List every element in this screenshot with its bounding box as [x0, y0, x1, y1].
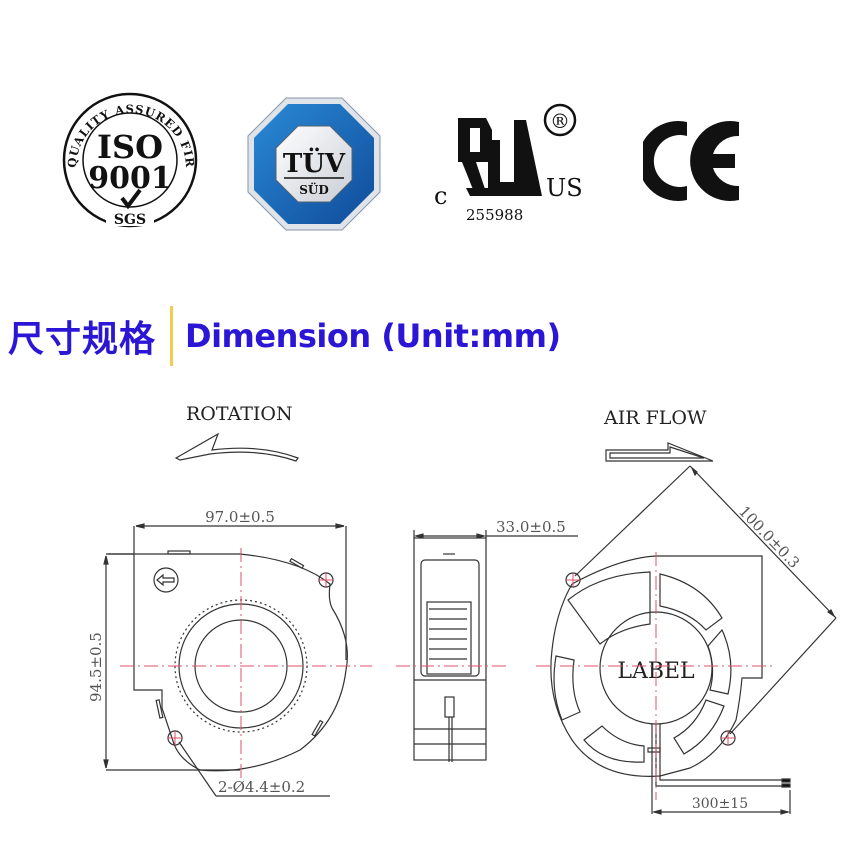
tuv-bottom-text: SÜD: [299, 181, 329, 197]
lead-length-dimension: 300±15: [692, 796, 748, 812]
registered-icon: ®: [550, 109, 570, 133]
hole-dimension: 2-Ø4.4±0.2: [218, 778, 305, 796]
dimension-drawing: ROTATION AIR FLOW: [0, 380, 850, 850]
iso-issuer: SGS: [114, 212, 146, 228]
ul-number: 255988: [466, 206, 523, 224]
rotation-arrow-icon: [174, 432, 299, 462]
front-height-dimension: 94.5±0.5: [87, 632, 105, 702]
iso-main-bottom: 9001: [88, 161, 172, 196]
side-view: [413, 537, 487, 762]
heading-english: Dimension (Unit:mm): [185, 317, 561, 355]
ce-c-glyph: [643, 121, 687, 201]
checkmark-icon: [120, 188, 142, 210]
diagonal-dimension: 100.0±0.3: [735, 502, 803, 572]
iso9001-sgs-logo: QUALITY ASSURED FIRM ISO 9001 SGS: [58, 88, 203, 233]
ce-e-glyph: [690, 121, 739, 201]
front-view: [108, 550, 348, 772]
ul-r-glyph: [458, 118, 492, 192]
centerlines: [120, 548, 776, 800]
heading-chinese: 尺寸规格: [8, 319, 157, 360]
ce-mark-logo: [643, 116, 743, 206]
rotation-label: ROTATION: [186, 403, 293, 425]
heading-divider: [170, 306, 174, 366]
ul-suffix: US: [546, 174, 583, 202]
ul-logo: ® c US 255988: [430, 100, 605, 225]
tuv-sud-logo: TÜV SÜD: [246, 96, 382, 232]
tuv-top-text: TÜV: [283, 147, 346, 179]
iso-main-top: ISO: [97, 128, 163, 166]
front-width-dimension: 97.0±0.5: [205, 508, 275, 526]
side-depth-dimension: 33.0±0.5: [496, 518, 566, 536]
ul-prefix: c: [434, 182, 447, 210]
airflow-label: AIR FLOW: [603, 407, 707, 429]
section-heading: 尺寸规格 Dimension (Unit:mm): [8, 305, 561, 367]
airflow-arrow-icon: [605, 442, 714, 462]
ul-u-glyph: [466, 120, 542, 196]
